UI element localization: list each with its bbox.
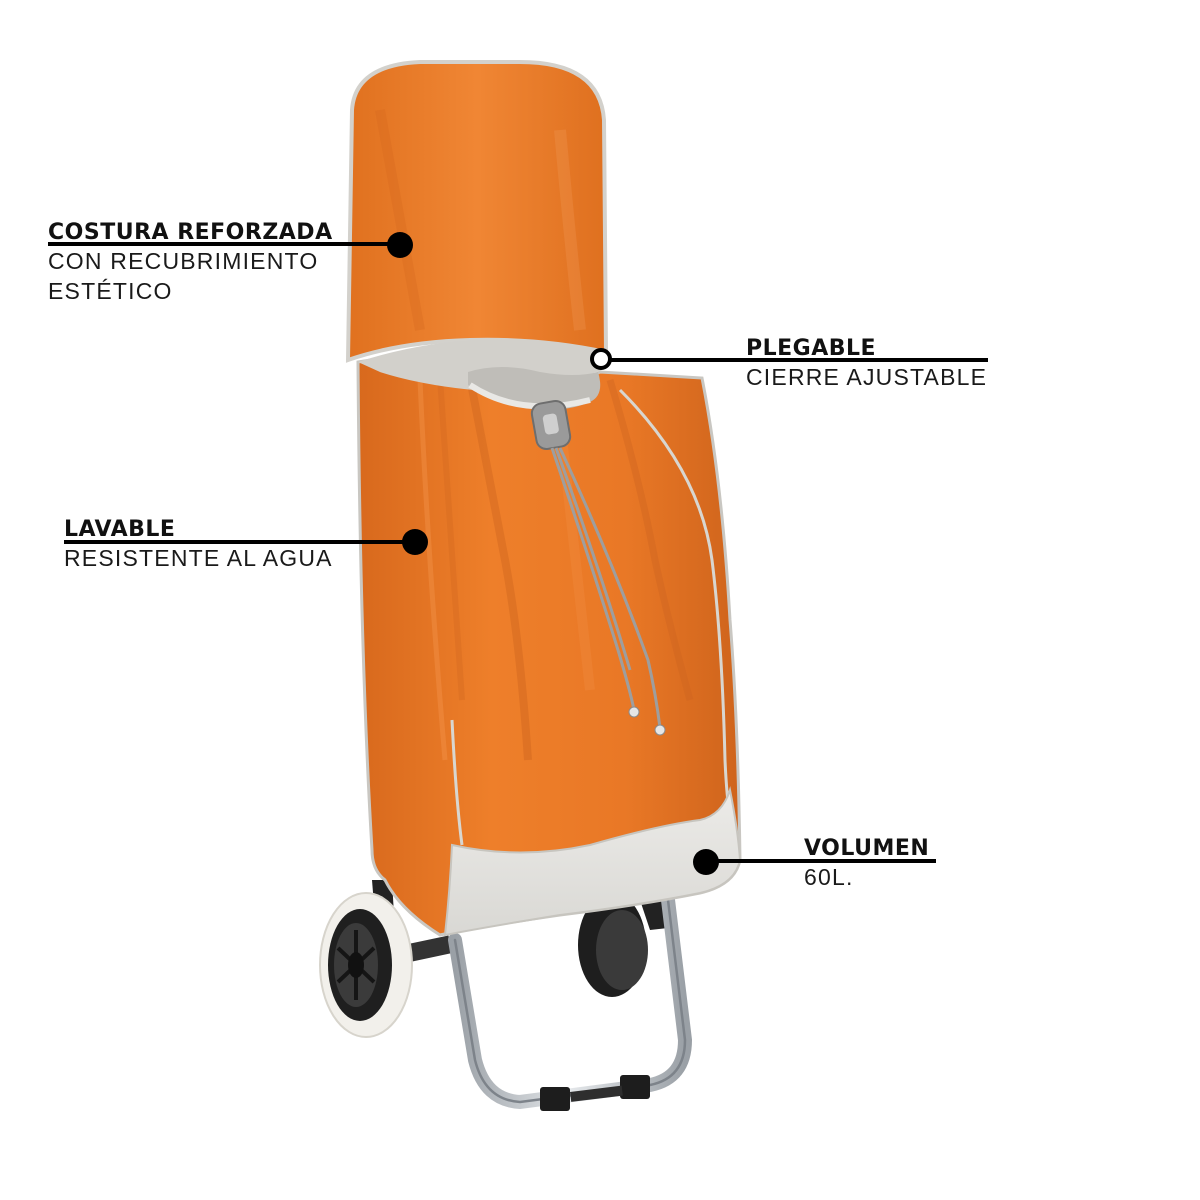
bag-flap <box>345 60 609 363</box>
callout-leader-line <box>64 540 416 544</box>
callout-title: PLEGABLE <box>746 336 877 361</box>
callout-reinforced-seam: COSTURA REFORZADA CON RECUBRIMIENTO ESTÉ… <box>48 220 333 306</box>
rear-right-wheel <box>578 893 648 997</box>
callout-description: RESISTENTE AL AGUA <box>64 545 333 571</box>
callout-foldable: PLEGABLE CIERRE AJUSTABLE <box>746 336 987 392</box>
callout-leader-line <box>603 358 988 362</box>
front-left-wheel <box>319 892 413 1038</box>
drawstring-rim <box>358 339 606 410</box>
callout-marker-dot <box>693 849 719 875</box>
callout-washable: LAVABLE RESISTENTE AL AGUA <box>64 517 333 573</box>
callout-volume: VOLUMEN 60L. <box>804 836 929 892</box>
callout-title: LAVABLE <box>64 517 176 542</box>
callout-description: ESTÉTICO <box>48 278 173 304</box>
callout-description: 60L. <box>804 864 854 890</box>
folding-frame <box>448 893 693 1110</box>
callout-marker-dot <box>402 529 428 555</box>
callout-title: VOLUMEN <box>804 836 930 861</box>
callout-title: COSTURA REFORZADA <box>48 220 333 245</box>
callout-leader-line <box>706 859 936 863</box>
callout-description: CIERRE AJUSTABLE <box>746 364 988 390</box>
callout-leader-line <box>48 242 400 246</box>
callout-marker-dot <box>387 232 413 258</box>
callout-marker-dot <box>590 348 612 370</box>
cord-lock <box>530 399 572 451</box>
callout-description: CON RECUBRIMIENTO <box>48 248 319 274</box>
drawstring-cords <box>550 447 662 729</box>
